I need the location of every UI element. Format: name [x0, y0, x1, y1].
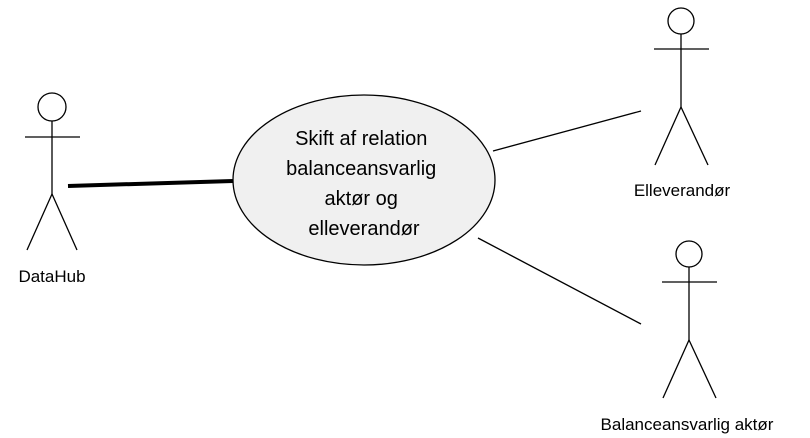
association-elleverandor	[492, 110, 642, 152]
actor-head	[667, 7, 695, 35]
actor-label-datahub: DataHub	[18, 267, 85, 286]
actor-label-balanceansvarlig: Balanceansvarlig aktør	[601, 415, 774, 434]
association-balanceansvarlig	[477, 237, 642, 325]
actor-label-elleverandor: Elleverandør	[634, 181, 731, 200]
actor-left-leg	[654, 106, 682, 166]
actor-head	[675, 240, 703, 268]
actor-right-leg	[680, 106, 709, 166]
actor-right-leg	[688, 339, 717, 399]
actor-datahub	[25, 92, 80, 251]
use-case-ellipse	[232, 94, 496, 266]
use-case-label: Skift af relation balanceansvarlig aktør…	[286, 128, 442, 240]
actor-right-leg	[51, 193, 78, 251]
use-case-label-line-2: balanceansvarlig	[286, 158, 436, 180]
actor-elleverandor	[654, 7, 709, 166]
use-case-label-line-3: aktør og	[325, 188, 398, 210]
actor-balanceansvarlig	[662, 240, 717, 399]
use-case-label-line-1: Skift af relation	[295, 128, 427, 150]
actor-left-leg	[662, 339, 690, 399]
use-case-label-line-4: elleverandør	[308, 218, 420, 240]
actor-left-leg	[26, 193, 53, 251]
association-datahub	[67, 179, 234, 188]
actor-head	[37, 92, 67, 122]
